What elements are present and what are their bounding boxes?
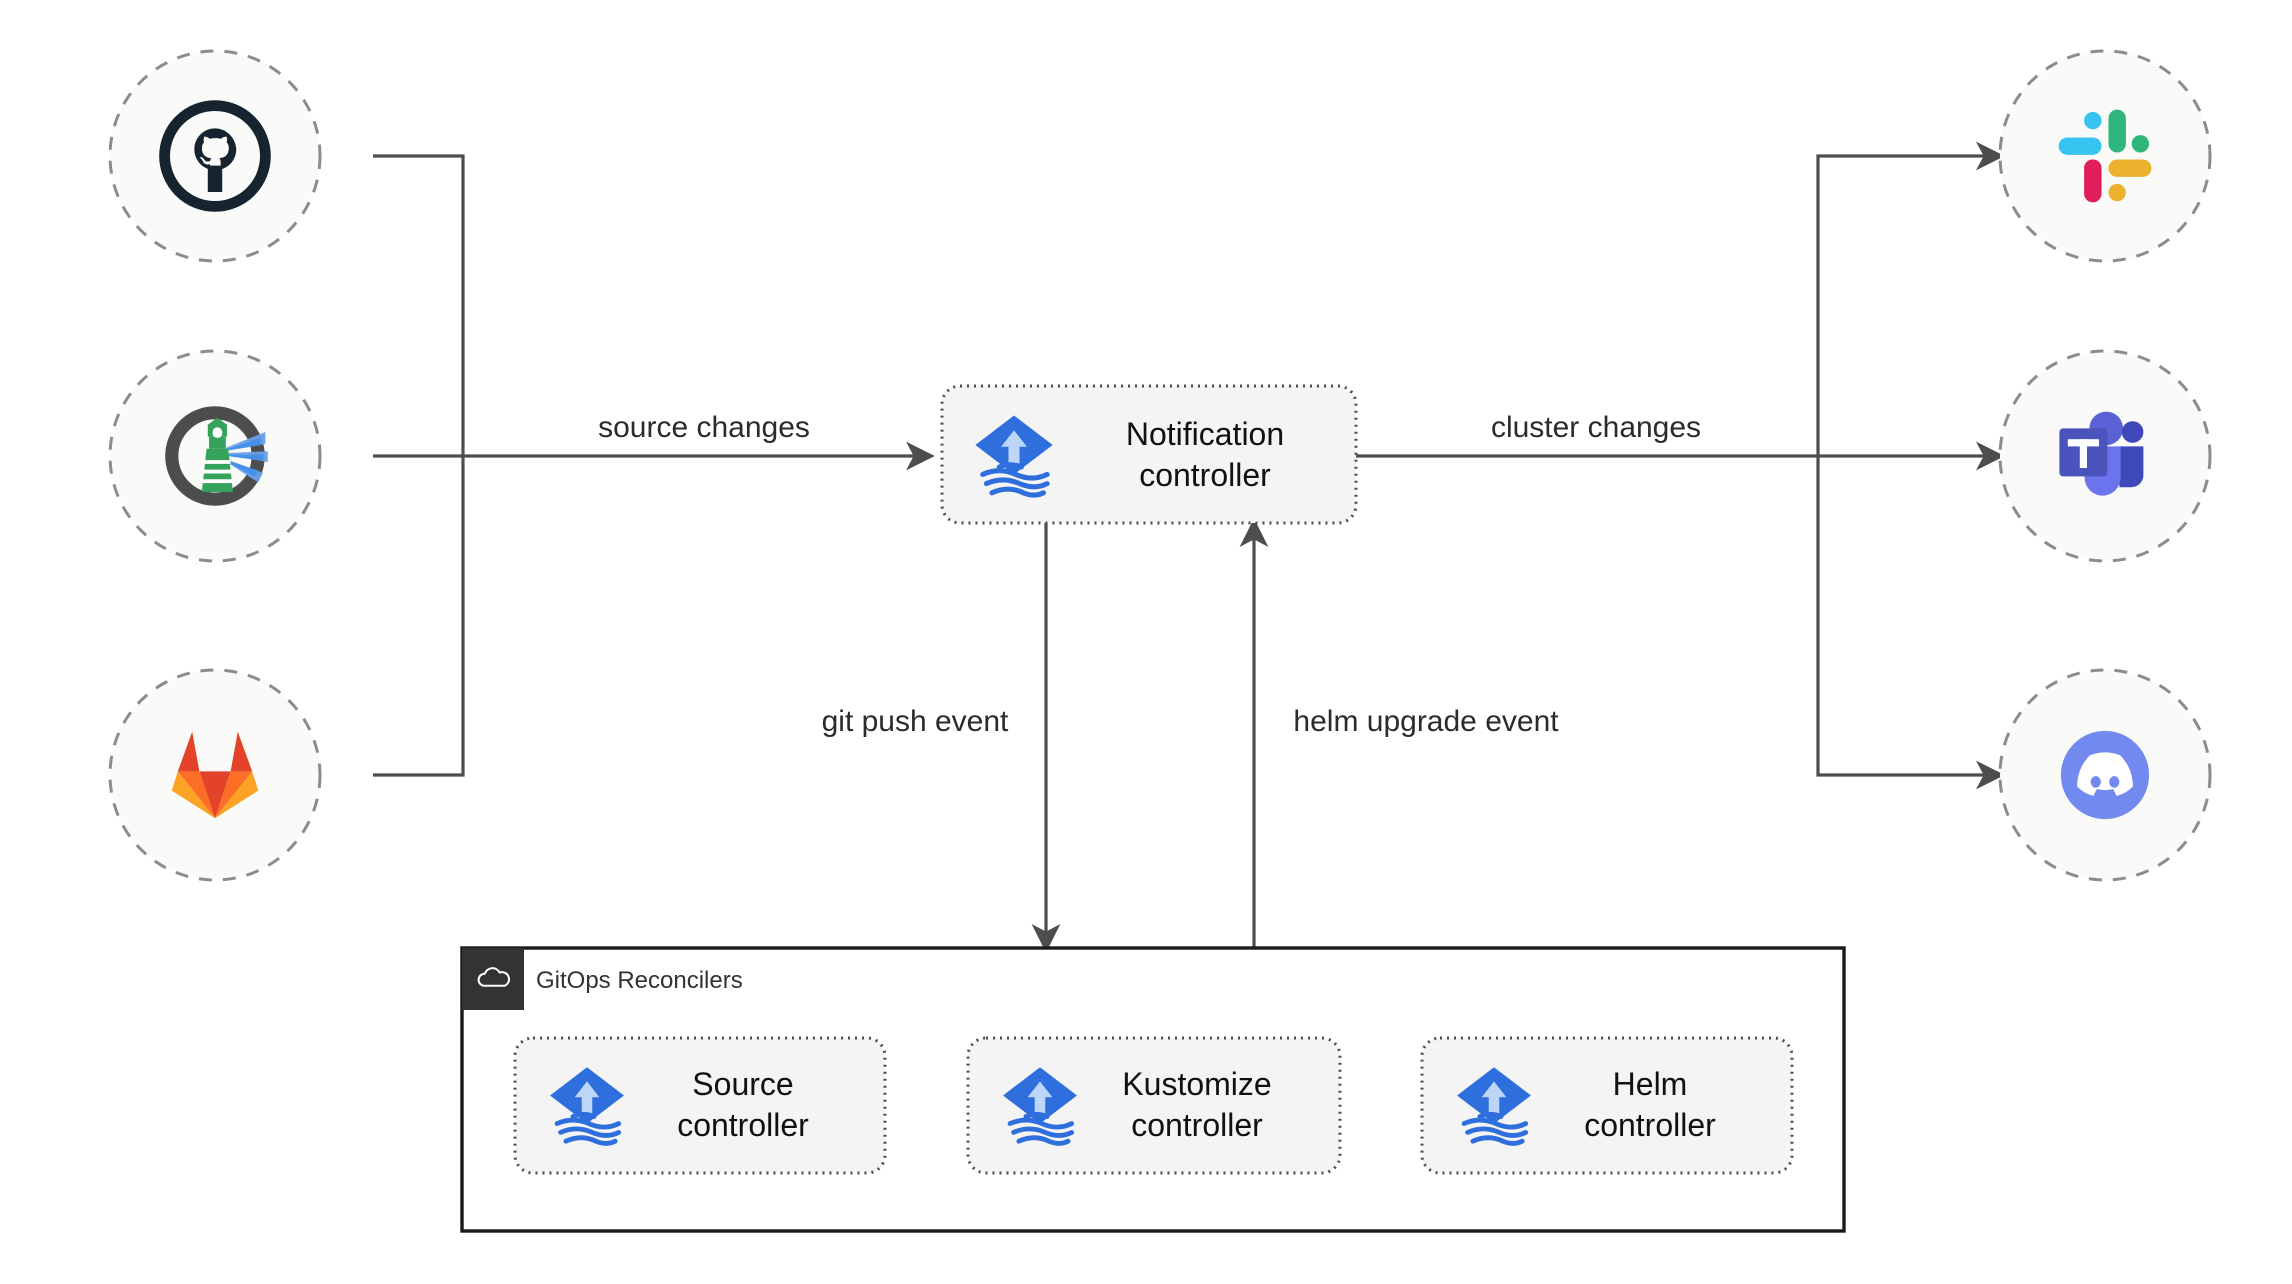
kustomize-controller-box [966, 1036, 1342, 1175]
source-node-github[interactable] [108, 49, 322, 263]
notification-controller-box [940, 384, 1358, 525]
edge-label-helm-upgrade-event: helm upgrade event [1293, 705, 1559, 738]
gitops-reconcilers-group: GitOps Reconcilers Source controller Kus… [460, 946, 1846, 1233]
edge-github-to-trunk [373, 154, 465, 456]
gitops-group-icon-bg [462, 948, 524, 1010]
source-controller-node[interactable]: Source controller [513, 1036, 887, 1175]
helm-controller-label-line2: controller [1584, 1107, 1716, 1143]
kustomize-controller-label-line2: controller [1131, 1107, 1263, 1143]
helm-controller-box [1420, 1036, 1794, 1175]
source-node-gitlab[interactable] [108, 668, 322, 882]
notification-controller-label-line2: controller [1139, 457, 1271, 493]
edge-label-git-push-event: git push event [822, 705, 1009, 738]
helm-controller-node[interactable]: Helm controller [1420, 1036, 1794, 1175]
slack-circle [1998, 49, 2212, 263]
edge-labels: source changes cluster changes git push … [598, 411, 1701, 738]
edge-label-cluster-changes: cluster changes [1491, 411, 1701, 444]
helm-controller-label-line1: Helm [1613, 1066, 1688, 1102]
kustomize-controller-node[interactable]: Kustomize controller [966, 1036, 1342, 1175]
edge-gitlab-to-trunk [373, 456, 465, 777]
destination-node-slack[interactable] [1998, 49, 2212, 263]
source-controller-label-line1: Source [692, 1066, 793, 1102]
discord-icon [2060, 730, 2150, 820]
source-node-lighthouse[interactable] [108, 349, 322, 563]
edge-to-discord [1816, 456, 2005, 790]
notification-controller-node[interactable]: Notification controller [940, 384, 1358, 525]
notification-controller-label-line1: Notification [1126, 416, 1284, 452]
github-circle [108, 49, 322, 263]
gitops-group-title: GitOps Reconcilers [536, 967, 743, 994]
edge-label-source-changes: source changes [598, 411, 810, 444]
source-controller-label-line2: controller [677, 1107, 809, 1143]
edge-to-slack [1816, 141, 2005, 456]
destination-node-teams[interactable] [1998, 349, 2212, 563]
kustomize-controller-label-line1: Kustomize [1122, 1066, 1271, 1102]
source-controller-box [513, 1036, 887, 1175]
destination-node-discord[interactable] [1998, 668, 2212, 882]
destination-nodes [1998, 49, 2212, 882]
source-nodes [108, 49, 322, 882]
